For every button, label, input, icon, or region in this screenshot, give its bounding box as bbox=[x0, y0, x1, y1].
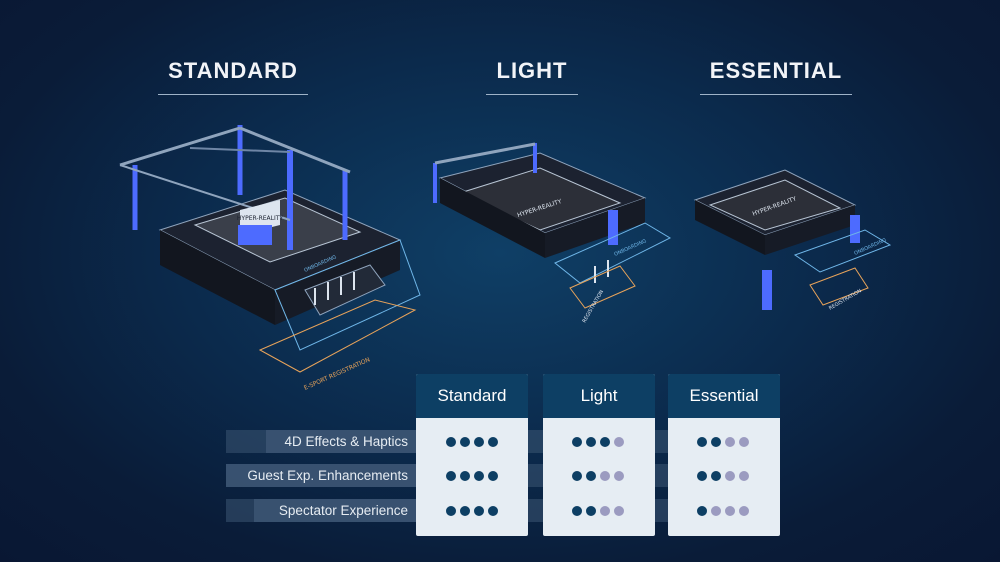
rating-dot-empty bbox=[739, 436, 749, 447]
rating-dot-filled bbox=[460, 436, 470, 447]
row-label-4d-effects: 4D Effects & Haptics bbox=[266, 430, 416, 453]
rating-dot-filled bbox=[572, 505, 582, 516]
rating-dots bbox=[572, 464, 624, 487]
heading-essential: ESSENTIAL bbox=[700, 58, 852, 95]
rating-dot-filled bbox=[572, 436, 582, 447]
row-label-spectator: Spectator Experience bbox=[254, 499, 416, 522]
rating-dot-filled bbox=[488, 505, 498, 516]
rating-dot-filled bbox=[460, 505, 470, 516]
rating-dots bbox=[572, 499, 624, 522]
rating-dot-empty bbox=[739, 505, 749, 516]
stage-label-esport-registration: E-SPORT REGISTRATION bbox=[303, 356, 371, 391]
rating-dot-filled bbox=[572, 470, 582, 481]
rating-dots bbox=[697, 499, 749, 522]
rating-dot-filled bbox=[474, 436, 484, 447]
stage-label-registration: REGISTRATION bbox=[828, 288, 863, 312]
rating-dot-empty bbox=[725, 505, 735, 516]
rating-dots bbox=[446, 499, 498, 522]
rating-dot-empty bbox=[614, 505, 624, 516]
rating-dots bbox=[572, 430, 624, 453]
rating-dot-filled bbox=[586, 436, 596, 447]
rating-dot-filled bbox=[446, 436, 456, 447]
column-header-light: Light bbox=[543, 374, 655, 418]
rating-dot-filled bbox=[474, 470, 484, 481]
rating-dot-filled bbox=[446, 470, 456, 481]
stage-label-onboarding: ONBOARDING bbox=[613, 238, 647, 258]
rating-dot-filled bbox=[446, 505, 456, 516]
rating-dot-empty bbox=[711, 505, 721, 516]
heading-light: LIGHT bbox=[486, 58, 578, 95]
light-stage-illustration: HYPER-REALITY ONBOARDING REGISTRATION bbox=[433, 142, 672, 324]
stage-label-hyper-reality: HYPER-REALITY bbox=[237, 215, 284, 222]
rating-dot-filled bbox=[460, 470, 470, 481]
rating-dot-empty bbox=[725, 436, 735, 447]
column-card-essential: Essential bbox=[668, 374, 780, 536]
rating-dot-empty bbox=[600, 505, 610, 516]
heading-light-text: LIGHT bbox=[496, 58, 568, 83]
rating-dot-empty bbox=[600, 470, 610, 481]
rating-dots bbox=[697, 464, 749, 487]
rating-dot-empty bbox=[614, 470, 624, 481]
standard-stage-illustration: HYPER-REALITY ONBOARDING E-SPORT REGISTR… bbox=[119, 125, 421, 392]
rating-dot-filled bbox=[474, 505, 484, 516]
column-header-essential: Essential bbox=[668, 374, 780, 418]
rating-dot-filled bbox=[711, 436, 721, 447]
heading-underline bbox=[700, 94, 852, 95]
column-card-standard: Standard bbox=[416, 374, 528, 536]
heading-essential-text: ESSENTIAL bbox=[709, 58, 843, 83]
rating-dot-filled bbox=[586, 470, 596, 481]
rating-dot-empty bbox=[725, 470, 735, 481]
column-header-standard: Standard bbox=[416, 374, 528, 418]
row-label-guest-exp: Guest Exp. Enhancements bbox=[226, 464, 416, 487]
column-card-light: Light bbox=[543, 374, 655, 536]
rating-dot-empty bbox=[739, 470, 749, 481]
rating-dot-filled bbox=[488, 470, 498, 481]
rating-dot-filled bbox=[697, 505, 707, 516]
heading-standard: STANDARD bbox=[158, 58, 308, 95]
heading-standard-text: STANDARD bbox=[168, 58, 298, 83]
rating-dots bbox=[446, 430, 498, 453]
rating-dot-filled bbox=[600, 436, 610, 447]
rating-dot-filled bbox=[697, 470, 707, 481]
heading-underline bbox=[158, 94, 308, 95]
rating-dot-filled bbox=[488, 436, 498, 447]
rating-dots bbox=[446, 464, 498, 487]
rating-dot-filled bbox=[697, 436, 707, 447]
rating-dot-empty bbox=[614, 436, 624, 447]
rating-dots bbox=[697, 430, 749, 453]
essential-stage-illustration: HYPER-REALITY ONBOARDING REGISTRATION bbox=[693, 169, 892, 312]
stage-label-registration: REGISTRATION bbox=[582, 289, 606, 324]
heading-underline bbox=[486, 94, 578, 95]
rating-dot-filled bbox=[586, 505, 596, 516]
rating-dot-filled bbox=[711, 470, 721, 481]
